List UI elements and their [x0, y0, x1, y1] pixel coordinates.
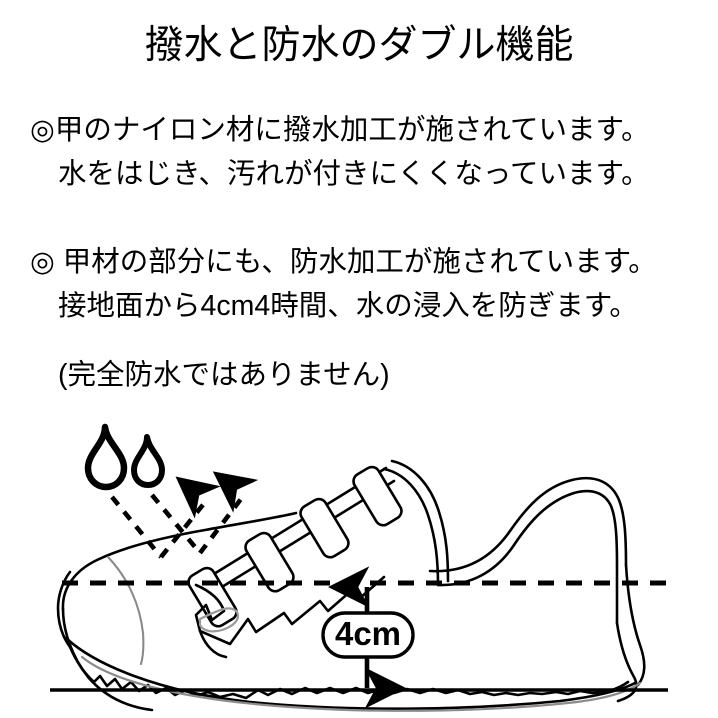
lace-eyelet-accent — [198, 607, 240, 633]
water-droplet-large — [84, 423, 128, 491]
page-title: 撥水と防水のダブル機能 — [144, 24, 574, 67]
lace-loop-4 — [352, 465, 403, 527]
paragraph-1-line-1: ◎甲のナイロン材に撥水加工が施されています。 — [30, 114, 650, 146]
repel-arrow-2 — [198, 471, 259, 555]
paragraph-2-line-2: 接地面から4cm4時間、水の浸入を防ぎます。 — [58, 290, 638, 322]
lace-loop-3 — [299, 497, 350, 559]
water-droplet-small — [131, 434, 165, 488]
droplet-fall-lines — [110, 493, 202, 559]
paragraph-1-line-2: 水をはじき、汚れが付きにくくなっています。 — [58, 158, 650, 190]
repel-arrow-group — [159, 471, 259, 559]
waterproof-shoe-diagram: 4cm — [0, 405, 718, 718]
lace-loop-2 — [244, 531, 295, 593]
fall-line-1 — [110, 495, 163, 559]
disclaimer-note: (完全防水ではありません) — [58, 359, 390, 391]
paragraph-2-line-1: ◎ 甲材の部分にも、防水加工が施されています。 — [30, 246, 657, 278]
shoe-heel-collar — [428, 476, 646, 703]
repel-arrow-1 — [159, 476, 221, 559]
feature-paragraph-water-repellent: ◎甲のナイロン材に撥水加工が施されています。 水をはじき、汚れが付きにくくなって… — [30, 108, 718, 196]
shoe-tongue — [382, 459, 450, 587]
lace-loop-group — [187, 465, 403, 628]
measurement-badge-4cm: 4cm — [321, 611, 415, 659]
feature-paragraph-waterproof: ◎ 甲材の部分にも、防水加工が施されています。 接地面から4cm4時間、水の浸入… — [30, 240, 718, 328]
measurement-badge-label: 4cm — [335, 615, 401, 652]
shoe-lace-panel-edge — [194, 575, 386, 659]
fall-line-2 — [150, 493, 202, 555]
